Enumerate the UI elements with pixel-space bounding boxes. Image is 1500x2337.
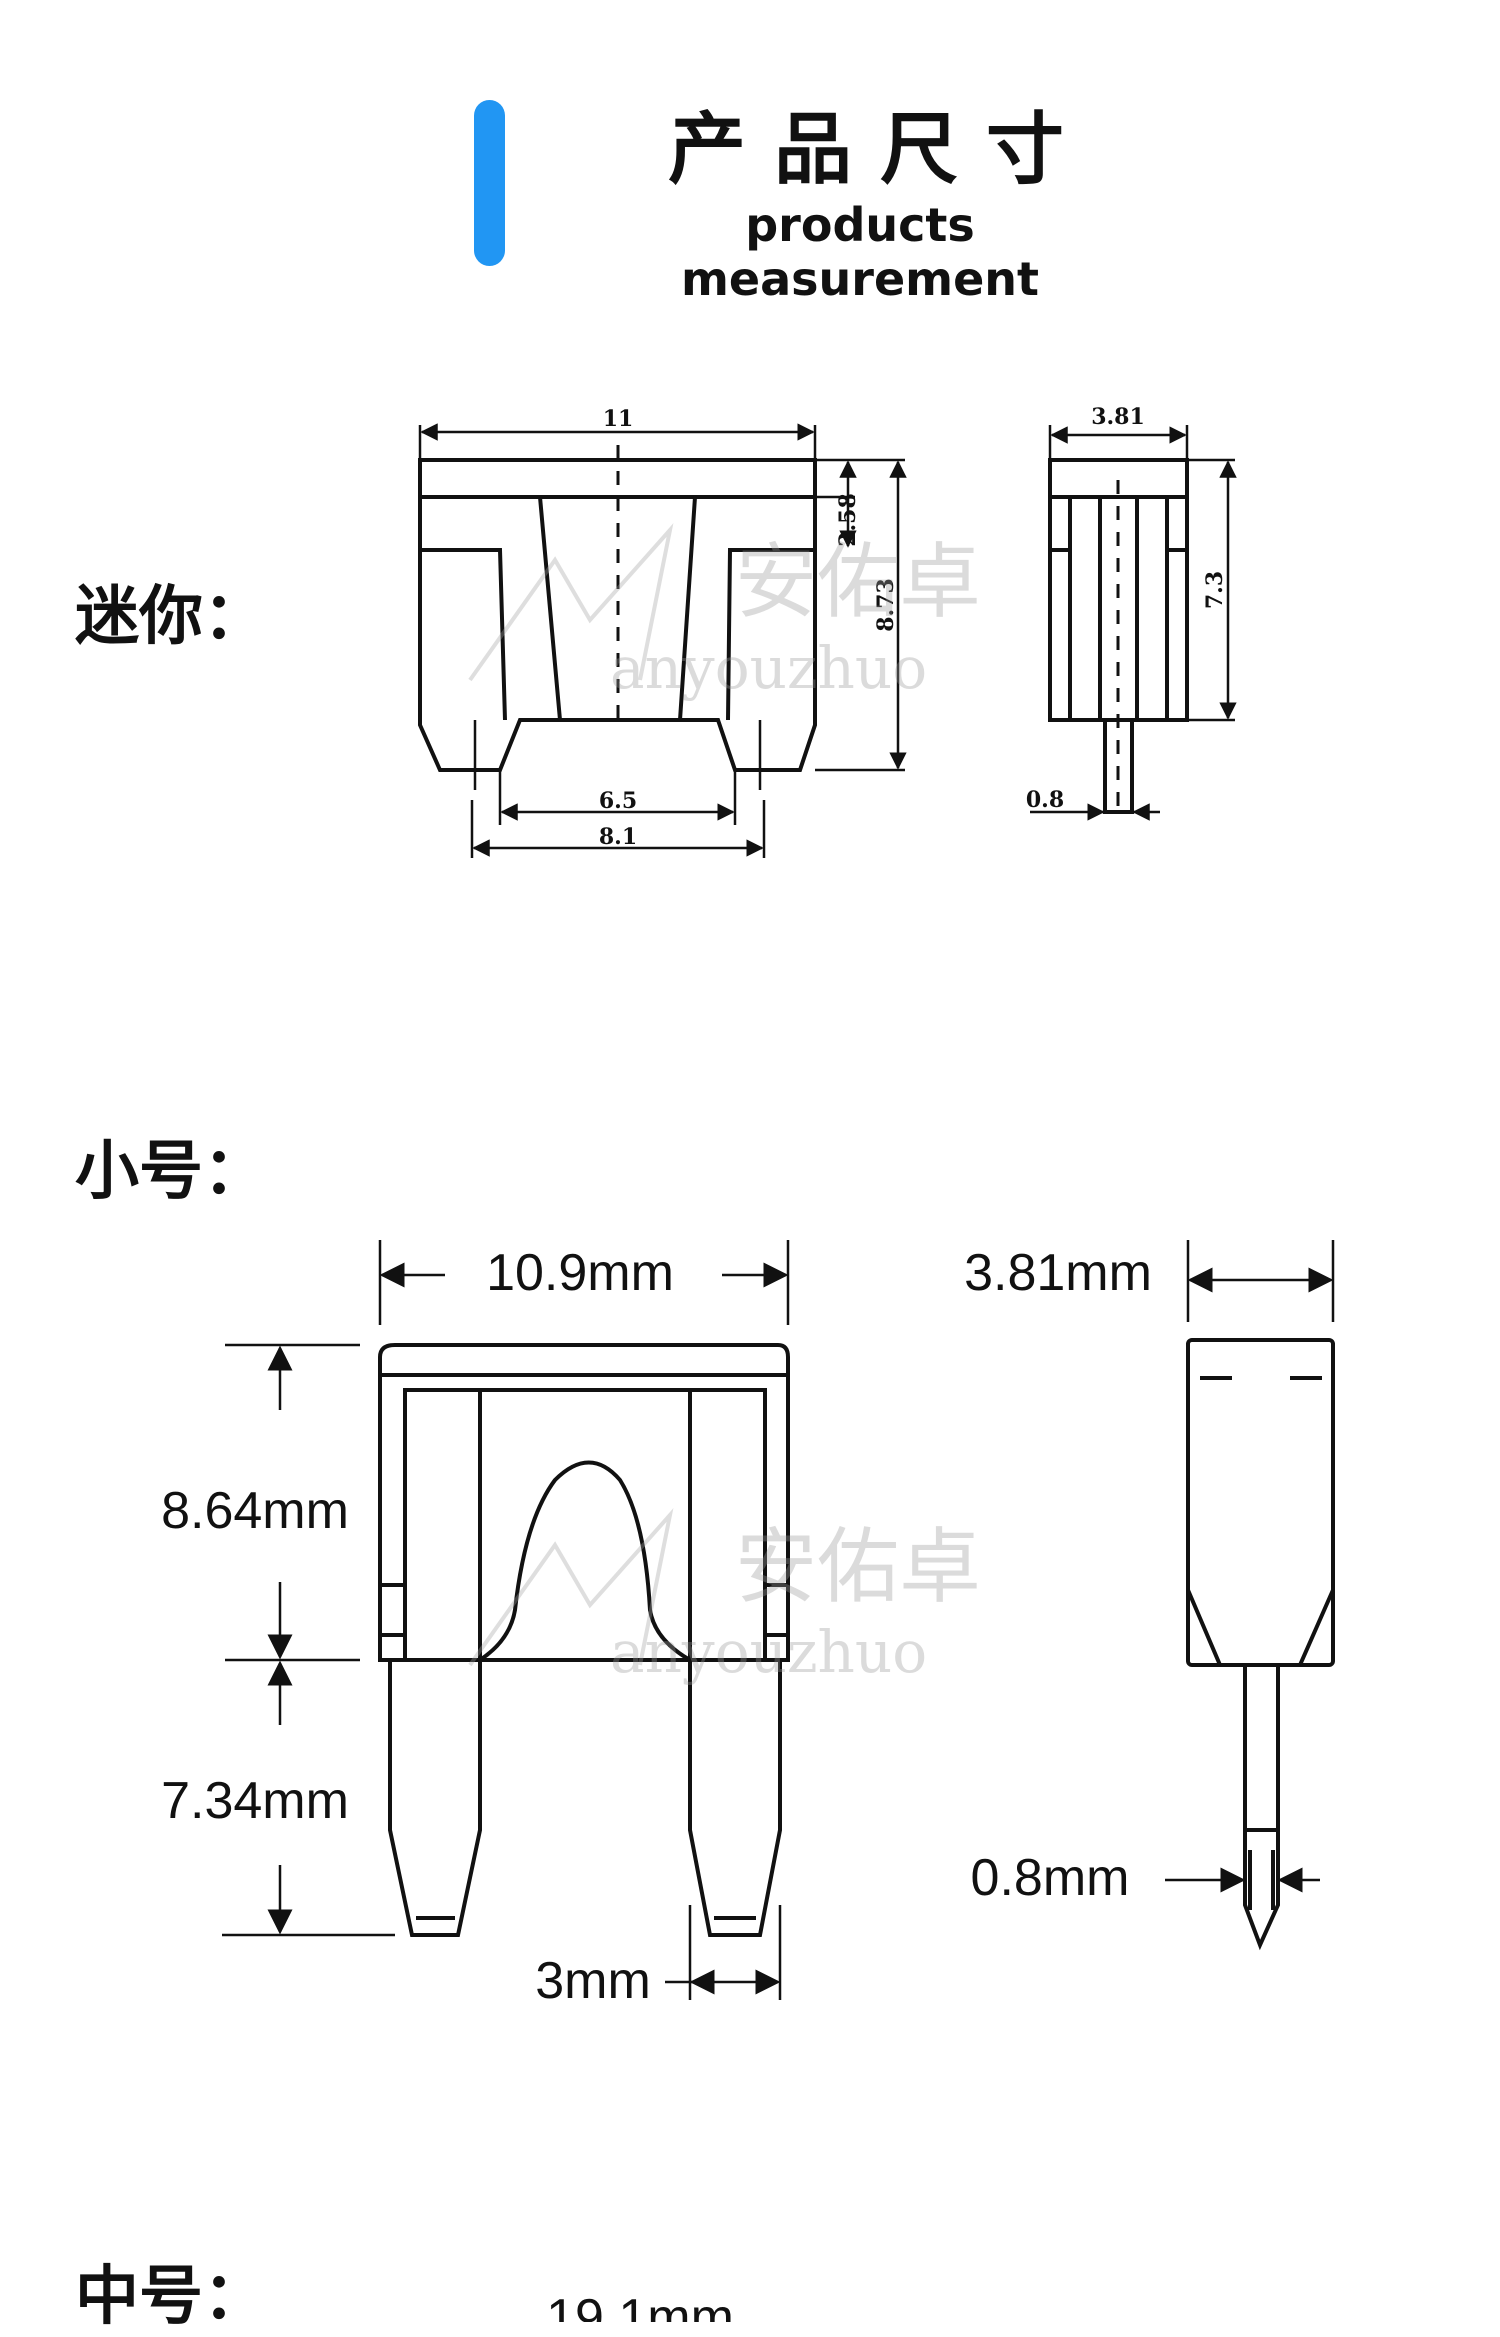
mini-front-right-slot xyxy=(678,495,815,721)
section-label-small: 小号： xyxy=(75,1135,267,1209)
small-front-drawing xyxy=(378,1343,790,1937)
svg-text:anyouzhuo: anyouzhuo xyxy=(610,634,927,702)
small-front-dimensions xyxy=(222,1240,790,2000)
small-side-drawing xyxy=(1186,1338,1335,1951)
mini-front-dimensions xyxy=(418,423,907,858)
small-dim-side-width: 3.81mm xyxy=(964,1244,1152,1302)
mini-dim-side-height: 7.3 xyxy=(1202,571,1228,609)
medium-dim-width: 19.1mm xyxy=(546,2289,734,2322)
small-dim-blade-thickness: 0.8mm xyxy=(971,1849,1130,1907)
small-side-blade xyxy=(1243,1665,1280,1951)
mini-dim-width: 11 xyxy=(603,406,634,432)
mini-dim-blade-thickness: 0.8 xyxy=(1026,787,1064,813)
mini-front-left-slot xyxy=(420,495,562,721)
watermark-small: 安佑卓 anyouzhuo xyxy=(468,1508,981,1686)
mini-dim-side-width: 3.81 xyxy=(1091,404,1145,430)
small-front-body xyxy=(378,1343,790,1662)
small-dim-width: 10.9mm xyxy=(486,1244,674,1302)
small-side-dimensions xyxy=(1165,1240,1335,1893)
mini-dim-outer-span: 8.1 xyxy=(599,824,637,850)
svg-text:安佑卓: 安佑卓 xyxy=(735,1520,981,1615)
section-label-mini: 迷你： xyxy=(75,580,267,654)
mini-front-outline xyxy=(418,458,817,772)
svg-text:安佑卓: 安佑卓 xyxy=(735,535,981,630)
small-front-element xyxy=(478,1460,691,1662)
page-subtitle: products measurement xyxy=(680,198,1040,306)
page-title: 产品尺寸 xyxy=(667,105,1092,195)
mini-side-blade xyxy=(1103,720,1134,814)
mini-dim-height: 8.73 xyxy=(873,578,899,632)
mini-side-drawing xyxy=(1048,458,1189,814)
mini-dim-top-band: 2.58 xyxy=(835,493,861,547)
small-side-body xyxy=(1186,1338,1335,1667)
small-front-left-blade xyxy=(388,1660,482,1937)
mini-dim-inner-span: 6.5 xyxy=(599,788,637,814)
mini-front-drawing xyxy=(418,445,817,790)
svg-text:anyouzhuo: anyouzhuo xyxy=(610,1618,927,1686)
title-accent-bar xyxy=(474,100,505,266)
watermark-mini: 安佑卓 anyouzhuo xyxy=(468,523,981,702)
mini-side-dimensions xyxy=(1030,425,1237,821)
small-front-right-blade xyxy=(688,1660,782,1937)
small-dim-body-height: 8.64mm xyxy=(161,1482,349,1540)
small-dim-blade-width: 3mm xyxy=(535,1952,651,2010)
small-dim-blade-length: 7.34mm xyxy=(161,1772,349,1830)
